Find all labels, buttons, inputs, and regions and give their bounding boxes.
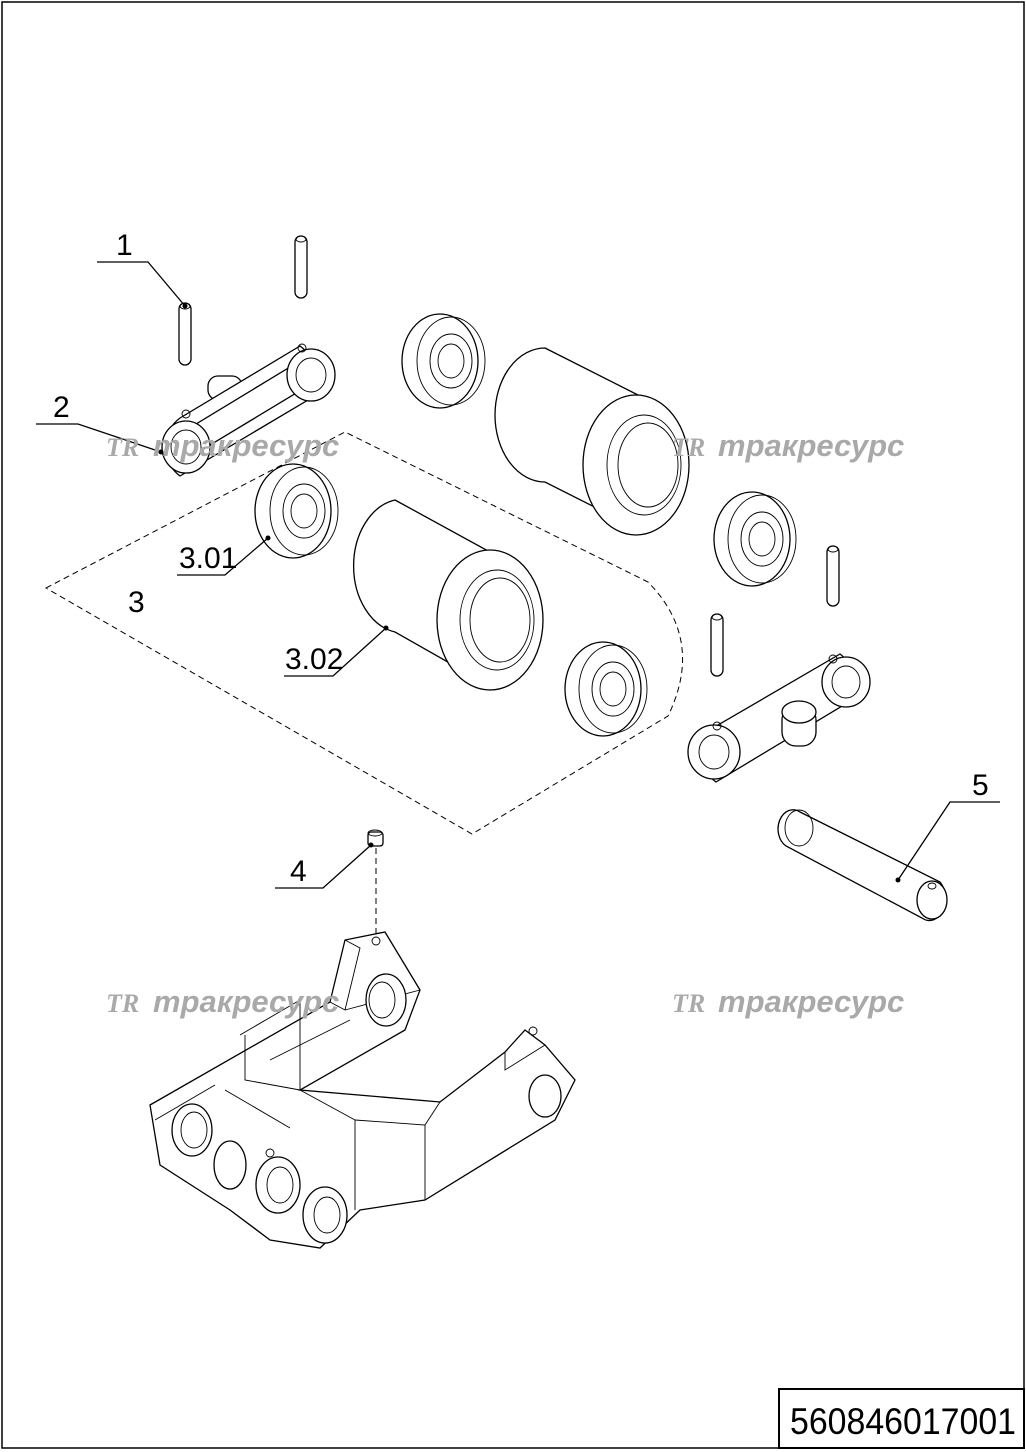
roller-upper: [494, 347, 690, 536]
callout-1: 1: [116, 229, 133, 262]
link-plate-right: [687, 653, 871, 783]
callout-2: 2: [53, 391, 70, 424]
watermark-text: тракресурс: [153, 428, 339, 463]
watermark-top-right: TR тракресурс: [672, 428, 904, 463]
watermark-text: тракресурс: [718, 428, 904, 463]
watermark-logo: TR: [672, 989, 705, 1018]
watermark-logo: TR: [106, 989, 139, 1018]
bearing-part-3.01: [254, 463, 339, 559]
watermark-logo: TR: [672, 433, 705, 462]
callout-4: 4: [290, 855, 307, 888]
watermark-bottom-right: TR тракресурс: [672, 984, 904, 1019]
drawing-number: 560846017001: [790, 1401, 1016, 1442]
roller-part-3.02: [352, 499, 544, 691]
axle-part-5: [777, 809, 948, 922]
pin-right-upper: [826, 545, 840, 607]
pin-upper: [294, 235, 308, 299]
bearing-right: [713, 491, 797, 587]
pin-right-lower: [710, 613, 724, 677]
watermark-top-left: TR тракресурс: [106, 428, 339, 463]
watermark-text: тракресурс: [153, 984, 339, 1019]
watermark-text: тракресурс: [718, 984, 904, 1019]
pin-part-1: [178, 302, 192, 366]
drawing-number-box: 560846017001: [778, 1388, 1025, 1449]
callout-5: 5: [972, 769, 989, 802]
watermark-logo: TR: [106, 433, 139, 462]
screw-part-4: [367, 829, 384, 936]
bearing-upper-left: [401, 313, 486, 409]
callout-3.02: 3.02: [285, 643, 343, 676]
callout-3.01: 3.01: [179, 542, 237, 575]
callout-3: 3: [128, 586, 145, 619]
frame-bracket: [149, 931, 576, 1249]
bearing-lower: [564, 641, 648, 737]
callout-leaders: [36, 261, 1000, 889]
watermark-bottom-left: TR тракресурс: [106, 984, 339, 1019]
link-plate-part-2: [161, 343, 336, 477]
